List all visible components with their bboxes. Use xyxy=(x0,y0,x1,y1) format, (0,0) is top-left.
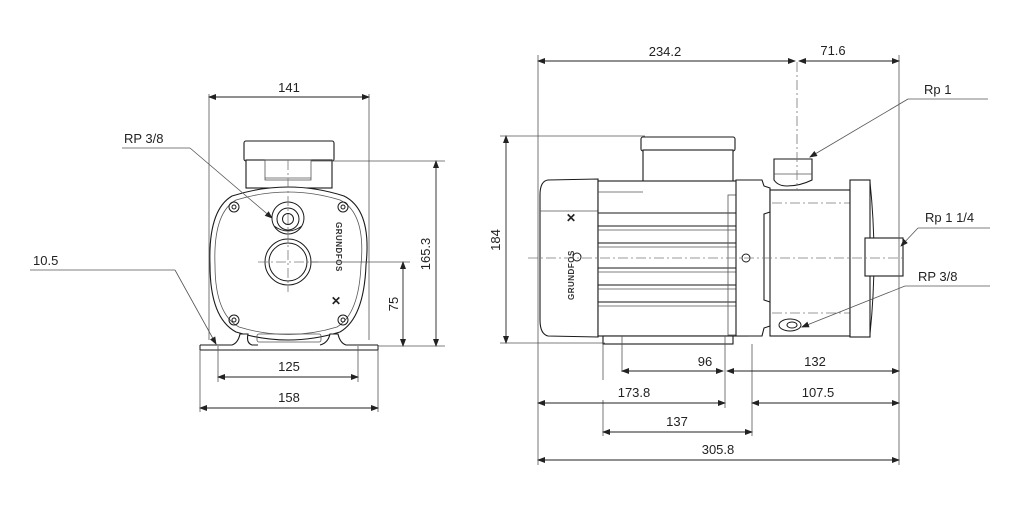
dim-107-5: 107.5 xyxy=(802,385,835,400)
dim-pump-length: 71.6 xyxy=(820,43,845,58)
bolt-icon xyxy=(228,201,349,326)
dim-foot-thickness: 10.5 xyxy=(33,253,58,268)
dim-137: 137 xyxy=(666,414,688,429)
dim-132: 132 xyxy=(804,354,826,369)
cooling-fins xyxy=(598,225,740,307)
dim-total-length: 305.8 xyxy=(702,442,735,457)
dim-front-height: 165.3 xyxy=(418,238,433,271)
label-port-rp38: RP 3/8 xyxy=(124,131,164,146)
dim-96: 96 xyxy=(698,354,712,369)
label-discharge-rp1: Rp 1 xyxy=(924,82,951,97)
logo-x-icon: ✕ xyxy=(566,211,576,225)
logo-x-icon: ✕ xyxy=(331,294,341,308)
label-suction-rp114: Rp 1 1/4 xyxy=(925,210,974,225)
dim-173-8: 173.8 xyxy=(618,385,651,400)
dim-side-height: 184 xyxy=(488,229,503,251)
dim-motor-length: 234.2 xyxy=(649,44,682,59)
dim-foot-width: 158 xyxy=(278,390,300,405)
brand-logo: GRUNDFOS xyxy=(334,222,343,272)
front-view: GRUNDFOS ✕ 141 RP 3/8 10.5 165.3 75 xyxy=(30,80,445,412)
dim-foot-hole-spacing: 125 xyxy=(278,359,300,374)
brand-logo: GRUNDFOS xyxy=(567,250,576,300)
dim-front-width: 141 xyxy=(278,80,300,95)
side-view: GRUNDFOS ✕ xyxy=(488,43,990,465)
label-drain-rp38: RP 3/8 xyxy=(918,269,958,284)
dim-shaft-height: 75 xyxy=(386,297,401,311)
